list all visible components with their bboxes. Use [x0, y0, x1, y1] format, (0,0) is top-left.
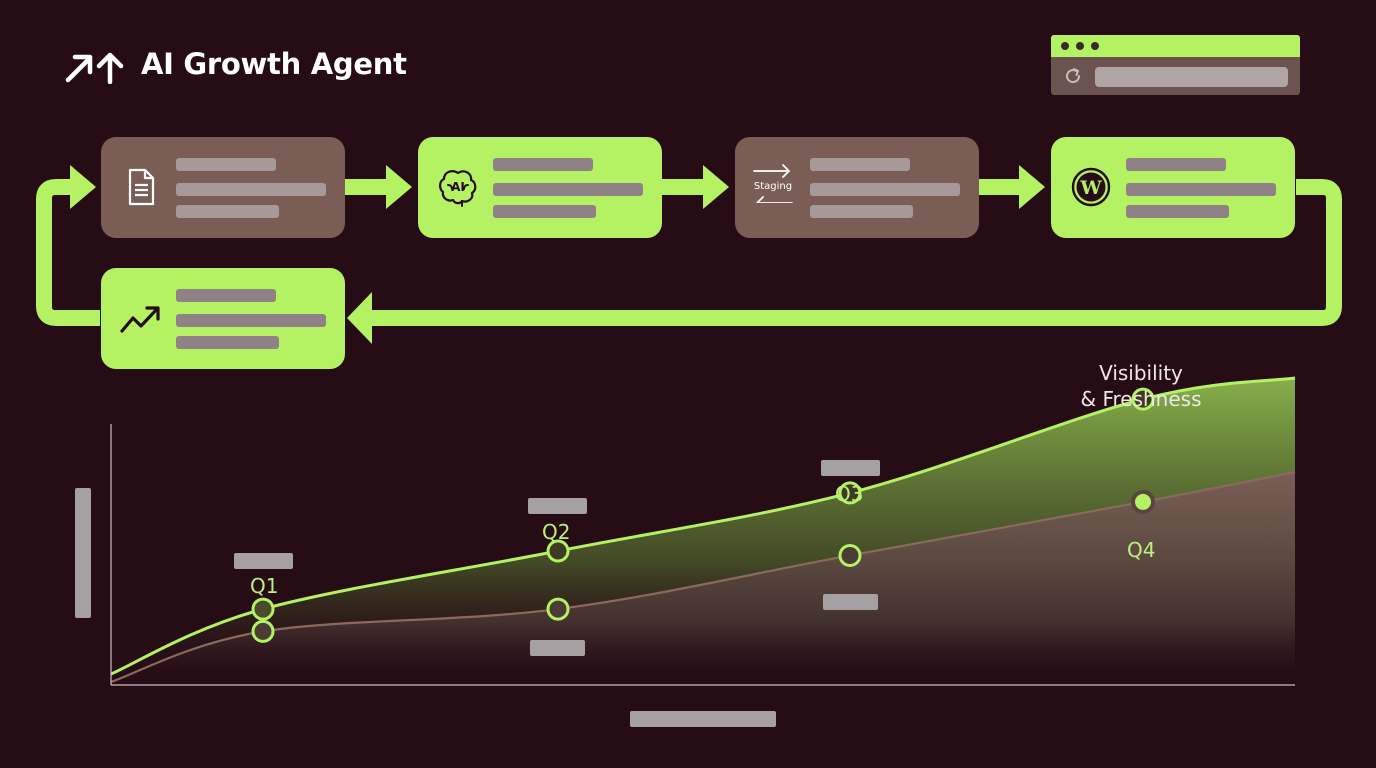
trending-up-icon	[120, 306, 160, 333]
q3-label: Q3	[835, 482, 864, 506]
reload-icon[interactable]	[1062, 65, 1084, 87]
workflow-step-content[interactable]	[101, 137, 345, 238]
placeholder-line	[493, 183, 643, 196]
loop-connector	[36, 179, 100, 326]
return-connector	[368, 179, 1342, 326]
placeholder-line	[176, 289, 276, 302]
app-title: AI Growth Agent	[141, 47, 407, 81]
browser-window	[1051, 35, 1300, 95]
connector-arrow	[703, 165, 729, 209]
document-icon	[128, 168, 155, 206]
baseline-point	[838, 543, 862, 567]
placeholder-line	[1126, 205, 1229, 218]
q2-label: Q2	[542, 520, 571, 544]
placeholder-line	[176, 205, 279, 218]
baseline-area	[111, 472, 1295, 685]
q1-label: Q1	[250, 574, 279, 598]
baseline-point	[251, 619, 275, 643]
visibility-point	[546, 539, 570, 563]
annotation-placeholder	[823, 594, 878, 610]
y-axis-label-placeholder	[75, 488, 91, 618]
placeholder-line	[493, 158, 593, 171]
placeholder-line	[810, 205, 913, 218]
connector-arrow	[978, 179, 1023, 195]
q4-label: Q4	[1127, 538, 1156, 562]
series-label: Visibility & Freshness	[1062, 360, 1220, 412]
address-bar[interactable]	[1095, 67, 1288, 87]
connector-arrow	[345, 179, 390, 195]
baseline-point	[1131, 489, 1155, 514]
placeholder-line	[810, 158, 910, 171]
placeholder-line	[1126, 158, 1226, 171]
annotation-placeholder	[528, 498, 587, 514]
visibility-point	[1131, 387, 1155, 411]
connector-arrow	[386, 165, 412, 209]
workflow-step-ai[interactable]: AI	[418, 137, 662, 238]
visibility-point	[251, 597, 275, 621]
workflow-step-publish[interactable]: W	[1051, 137, 1295, 238]
placeholder-line	[176, 314, 326, 327]
series-label-line1: Visibility	[1099, 361, 1183, 385]
placeholder-line	[493, 205, 596, 218]
placeholder-line	[176, 158, 276, 171]
workflow-step-growth[interactable]	[101, 268, 345, 369]
connector-arrow	[1019, 165, 1045, 209]
workflow-step-staging[interactable]: Staging	[735, 137, 979, 238]
staging-sync-icon	[753, 164, 793, 203]
wordpress-icon: W	[1071, 167, 1111, 207]
ai-icon-text: AI	[451, 180, 465, 194]
annotation-placeholder	[821, 460, 880, 476]
staging-label: Staging	[753, 181, 793, 192]
placeholder-line	[176, 336, 279, 349]
placeholder-line	[810, 183, 960, 196]
window-dot	[1076, 42, 1084, 50]
annotation-placeholder	[530, 640, 585, 656]
loop-arrow-head	[70, 165, 96, 209]
ai-brain-icon: AI	[439, 170, 477, 207]
x-axis-label-placeholder	[630, 711, 776, 727]
return-arrow-head	[347, 292, 372, 344]
growth-arrows-icon	[65, 52, 124, 84]
window-dot	[1061, 42, 1069, 50]
placeholder-line	[1126, 183, 1276, 196]
quarter-markers	[251, 387, 1155, 643]
svg-text:W: W	[1079, 177, 1102, 199]
placeholder-line	[176, 183, 326, 196]
series-label-line2: & Freshness	[1080, 387, 1202, 411]
window-dot	[1091, 42, 1099, 50]
baseline-point	[546, 597, 570, 621]
connector-arrow	[662, 179, 707, 195]
visibility-point	[838, 481, 862, 505]
browser-titlebar	[1051, 35, 1300, 57]
annotation-placeholder	[234, 553, 293, 569]
